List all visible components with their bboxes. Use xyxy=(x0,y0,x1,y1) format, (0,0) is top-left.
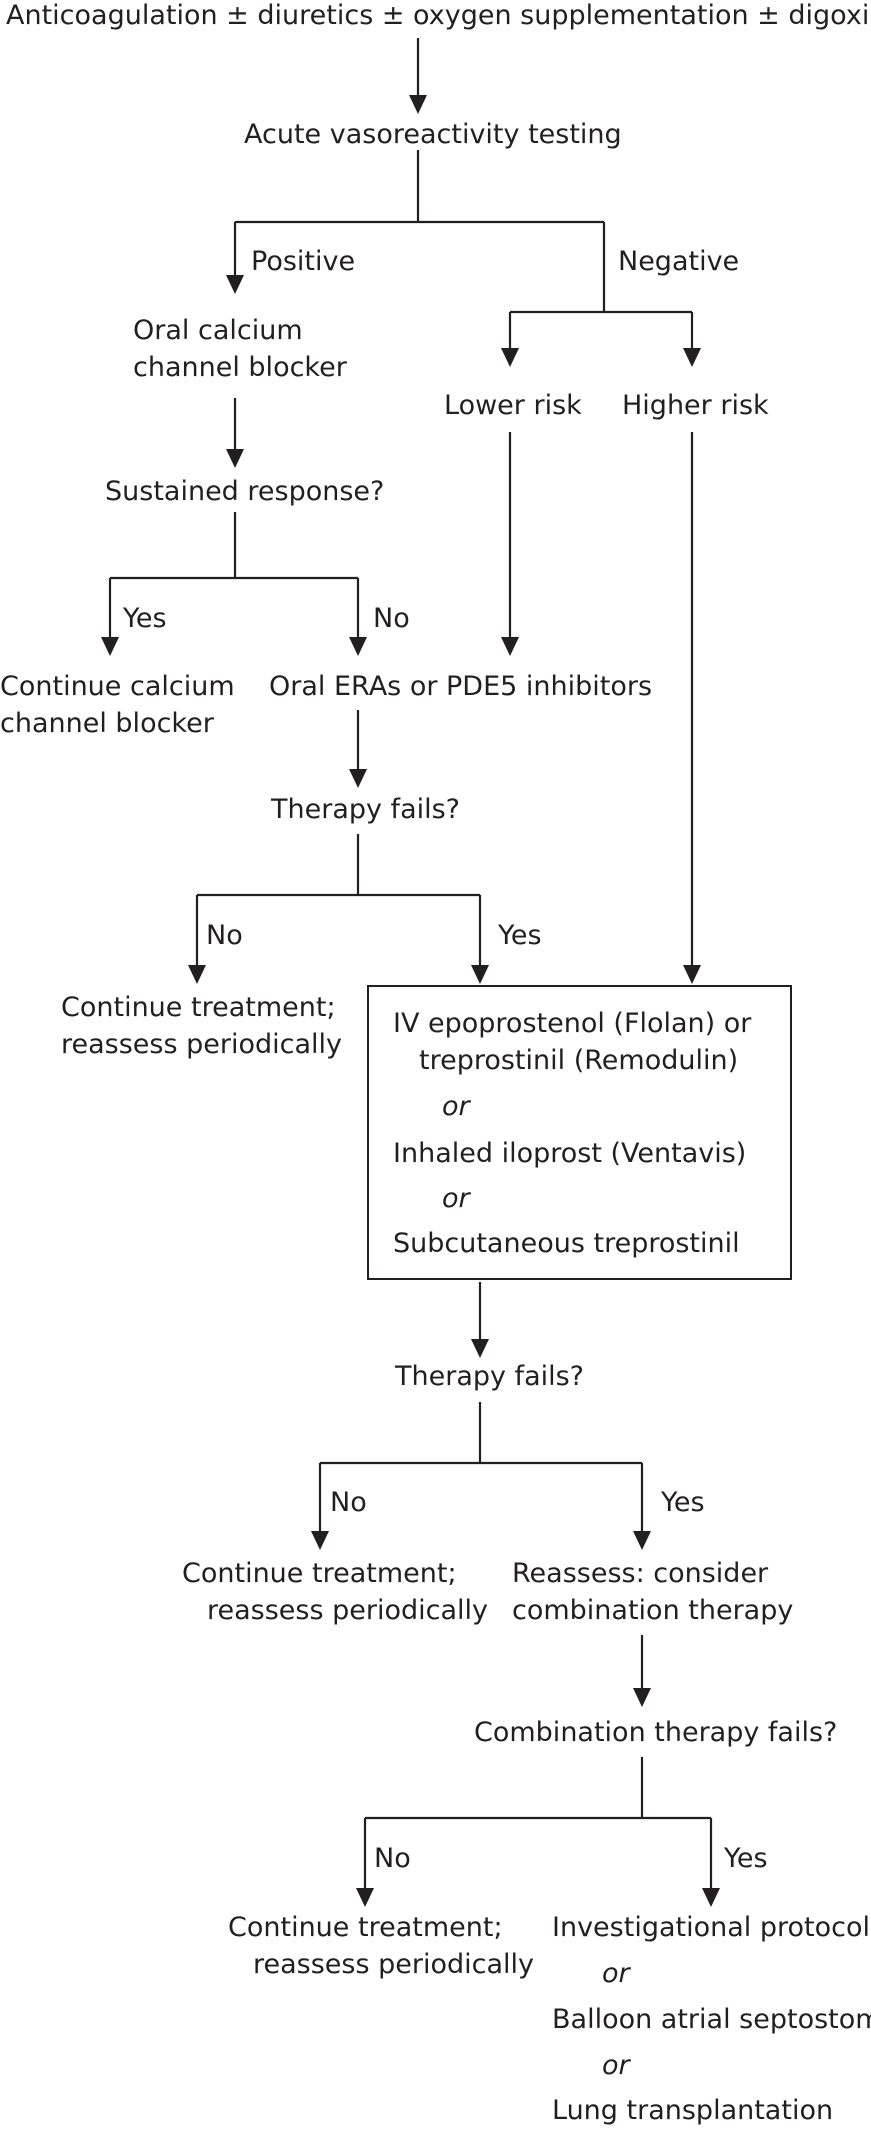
yes-label-2: Yes xyxy=(498,920,542,951)
combination-fails-node: Combination therapy fails? xyxy=(474,1717,838,1748)
investigational-line2: Balloon atrial septostomy xyxy=(552,2004,871,2035)
prostanoid-therapy-box xyxy=(367,985,792,1280)
lower-risk-node: Lower risk xyxy=(444,390,582,421)
sustained-response-node: Sustained response? xyxy=(105,476,385,507)
yes-label-1: Yes xyxy=(123,603,167,634)
therapy-fails-node-2: Therapy fails? xyxy=(395,1361,585,1392)
oral-era-node: Oral ERAs or PDE5 inhibitors xyxy=(269,671,653,702)
box-line-4: Subcutaneous treprostinil xyxy=(393,1228,740,1259)
box-or-1: or xyxy=(442,1091,470,1122)
continue-treatment-3-line1: Continue treatment; xyxy=(228,1912,503,1943)
no-label-2: No xyxy=(206,920,243,951)
continue-treatment-2-line2: reassess periodically xyxy=(207,1595,489,1626)
ccb-node-line2: channel blocker xyxy=(133,352,347,383)
continue-treatment-2-line1: Continue treatment; xyxy=(182,1558,457,1589)
yes-label-3: Yes xyxy=(661,1487,705,1518)
investigational-or-1: or xyxy=(602,1958,630,1989)
higher-risk-node: Higher risk xyxy=(622,390,769,421)
investigational-line3: Lung transplantation xyxy=(552,2095,834,2126)
box-line-2: treprostinil (Remodulin) xyxy=(419,1045,739,1076)
continue-ccb-line2: channel blocker xyxy=(0,708,214,739)
vasoreactivity-testing-node: Acute vasoreactivity testing xyxy=(244,119,622,150)
positive-label: Positive xyxy=(251,246,356,277)
ccb-node-line1: Oral calcium xyxy=(133,315,303,346)
no-label-3: No xyxy=(330,1487,367,1518)
continue-treatment-1-line1: Continue treatment; xyxy=(61,992,336,1023)
continue-treatment-1-line2: reassess periodically xyxy=(61,1029,343,1060)
negative-label: Negative xyxy=(618,246,740,277)
reassess-line1: Reassess: consider xyxy=(512,1558,769,1589)
continue-treatment-3-line2: reassess periodically xyxy=(253,1949,535,1980)
yes-label-4: Yes xyxy=(724,1843,768,1874)
therapy-fails-node-1: Therapy fails? xyxy=(271,794,461,825)
box-line-1: IV epoprostenol (Flolan) or xyxy=(393,1008,752,1039)
box-line-3: Inhaled iloprost (Ventavis) xyxy=(393,1138,747,1169)
continue-ccb-line1: Continue calcium xyxy=(0,671,235,702)
no-label-1: No xyxy=(373,603,410,634)
no-label-4: No xyxy=(374,1843,411,1874)
investigational-or-2: or xyxy=(602,2050,630,2081)
initial-therapy-text: Anticoagulation ± diuretics ± oxygen sup… xyxy=(6,0,871,31)
box-or-2: or xyxy=(442,1183,470,1214)
investigational-line1: Investigational protocols xyxy=(552,1912,871,1943)
reassess-line2: combination therapy xyxy=(512,1595,794,1626)
